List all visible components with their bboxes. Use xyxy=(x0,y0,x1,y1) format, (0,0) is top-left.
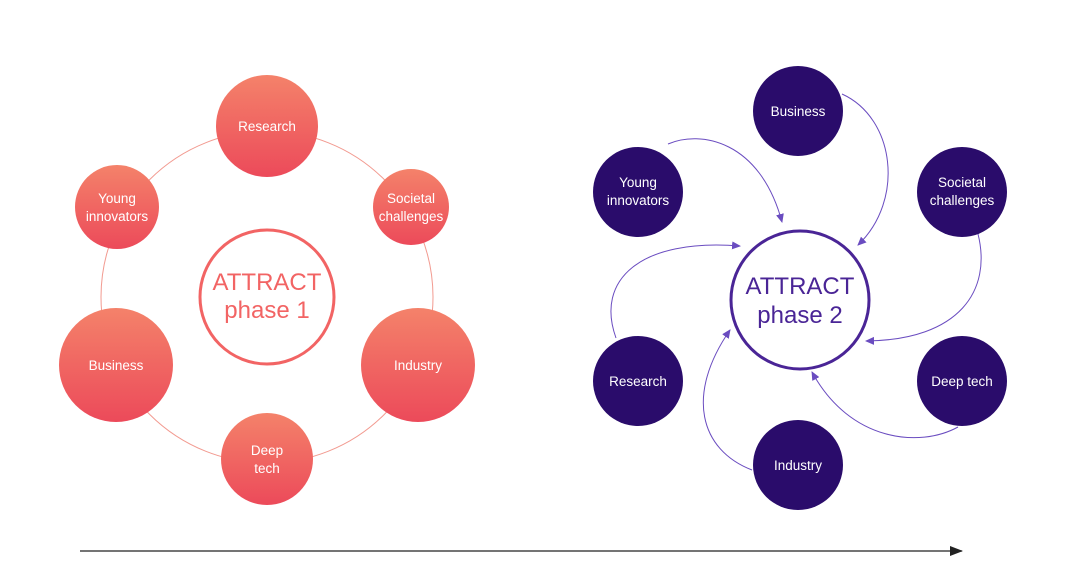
phase2-node-societal-challenges-label-1: Societal xyxy=(938,175,986,190)
phase2-arrow-young-innovators xyxy=(667,138,784,223)
phase2-arrow-societal-challenges xyxy=(865,233,982,345)
phase2-node-business: Business xyxy=(753,66,843,156)
phase1-node-young-innovators: Young innovators xyxy=(75,165,159,249)
phase2-node-industry-label: Industry xyxy=(774,458,822,473)
phase1-node-research-circle xyxy=(216,75,318,177)
phase2-node-deep-tech-label: Deep tech xyxy=(931,374,993,389)
phase2-node-young-innovators: Young innovators xyxy=(593,147,683,237)
phase1-node-deep-tech: Deep tech xyxy=(221,413,313,505)
phase1-node-research-label: Research xyxy=(238,119,296,134)
phase1-center-subtitle: phase 1 xyxy=(224,297,309,324)
phase1-node-deep-tech-label-2: tech xyxy=(254,461,280,476)
phase1-center: ATTRACT phase 1 xyxy=(198,228,336,366)
phase1-node-deep-tech-label-1: Deep xyxy=(251,443,283,458)
phase2-node-business-label: Business xyxy=(771,104,826,119)
phase1-node-business: Business xyxy=(59,308,173,422)
phase2-node-young-innovators-circle xyxy=(593,147,683,237)
phase1-group: ATTRACT phase 1 Research Societal challe… xyxy=(59,75,475,505)
phase1-node-deep-tech-circle xyxy=(221,413,313,505)
phase2-node-societal-challenges-circle xyxy=(917,147,1007,237)
phase2-node-societal-challenges: Societal challenges xyxy=(917,147,1007,237)
phase2-arrow-industry xyxy=(702,329,753,471)
phase1-node-young-innovators-label-2: innovators xyxy=(86,209,149,224)
phase2-center-subtitle: phase 2 xyxy=(757,302,842,329)
phase2-center: ATTRACT phase 2 xyxy=(729,229,871,371)
phase2-group: ATTRACT phase 2 Business Societal challe… xyxy=(593,66,1007,510)
phase1-center-title: ATTRACT xyxy=(213,269,322,296)
phase1-node-industry-circle xyxy=(361,308,475,422)
phase1-node-societal-challenges-circle xyxy=(373,169,449,245)
phase2-arrow-deep-tech xyxy=(811,371,959,439)
phase1-node-industry-label: Industry xyxy=(394,358,442,373)
phase2-node-research: Research xyxy=(593,336,683,426)
phase2-arrows xyxy=(610,93,982,471)
phase1-node-industry: Industry xyxy=(361,308,475,422)
phase2-arrow-business xyxy=(841,93,889,246)
phase2-center-circle xyxy=(729,229,871,371)
phase2-node-deep-tech: Deep tech xyxy=(917,336,1007,426)
phase1-node-business-circle xyxy=(59,308,173,422)
phase2-node-young-innovators-label-1: Young xyxy=(619,175,657,190)
phase1-node-societal-challenges-label-2: challenges xyxy=(379,209,444,224)
phase1-node-research: Research xyxy=(216,75,318,177)
phase2-node-industry: Industry xyxy=(753,420,843,510)
phase2-node-research-label: Research xyxy=(609,374,667,389)
phase2-arrow-research xyxy=(610,241,741,339)
phase2-node-industry-circle xyxy=(753,420,843,510)
phase2-node-societal-challenges-label-2: challenges xyxy=(930,193,995,208)
phase2-node-deep-tech-circle xyxy=(917,336,1007,426)
phase2-node-business-circle xyxy=(753,66,843,156)
phase2-center-title: ATTRACT xyxy=(746,273,855,300)
phase1-node-societal-challenges-label-1: Societal xyxy=(387,191,435,206)
phase1-node-societal-challenges: Societal challenges xyxy=(373,169,449,245)
phase1-node-business-label: Business xyxy=(89,358,144,373)
phase1-node-young-innovators-label-1: Young xyxy=(98,191,136,206)
phase1-node-young-innovators-circle xyxy=(75,165,159,249)
phase2-node-research-circle xyxy=(593,336,683,426)
phase2-node-young-innovators-label-2: innovators xyxy=(607,193,670,208)
phase1-center-circle xyxy=(198,228,336,366)
